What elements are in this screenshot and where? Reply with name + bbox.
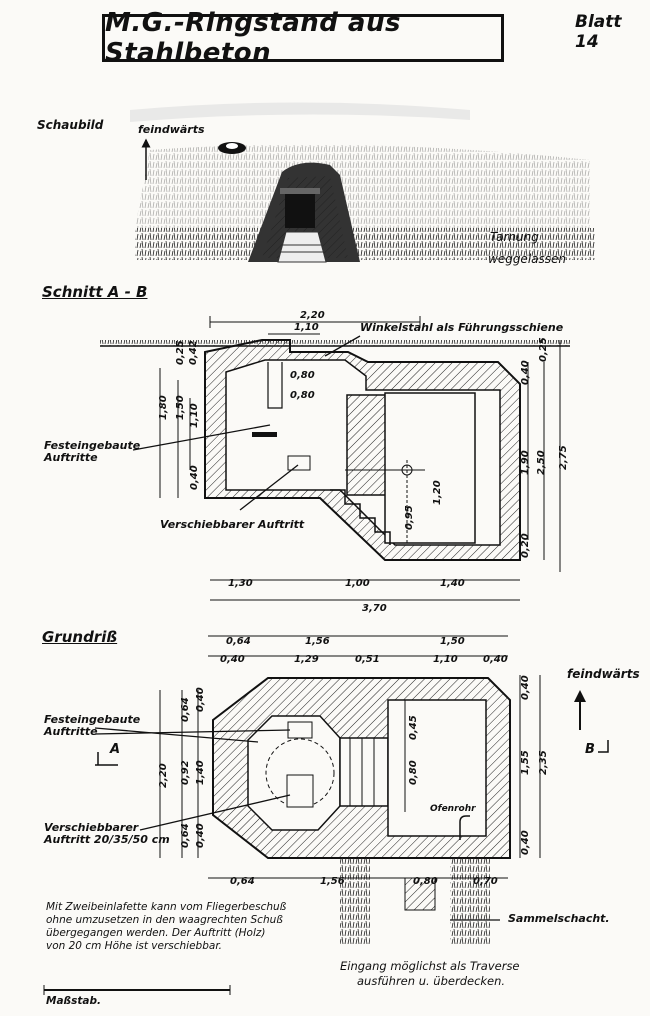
dim-label: 0,25: [538, 337, 549, 362]
dim-label: 0,20: [520, 533, 531, 558]
plan-title: Grundriß: [42, 628, 118, 646]
fixed-steps-callout-line1: Festeingebaute: [44, 439, 141, 452]
dim-label: 0,25: [175, 340, 186, 365]
note-line: übergegangen werden. Der Auftritt (Holz): [46, 927, 266, 939]
sump-callout: Sammelschacht.: [508, 912, 610, 925]
dim-label: 1,29: [294, 654, 319, 665]
dim-label: 2,20: [300, 310, 325, 321]
note-line: ohne umzusetzen in den waagrechten Schuß: [46, 914, 283, 926]
dim-label: 1,40: [195, 760, 206, 785]
section-marker-b: B: [585, 742, 595, 757]
plan-drawing: [43, 635, 609, 995]
dim-label: 2,50: [536, 450, 547, 475]
dim-label: 0,95: [404, 505, 415, 530]
dim-label: 0,42: [188, 340, 199, 365]
dim-label: 1,10: [433, 654, 458, 665]
camouflage-note-2: weggelassen: [488, 252, 566, 266]
dim-label: 2,35: [538, 750, 549, 775]
dim-label: 0,64: [180, 823, 191, 848]
scale-label: Maßstab.: [46, 995, 101, 1007]
dim-label: 1,56: [305, 636, 330, 647]
dim-label: 1,10: [294, 322, 319, 333]
plan-movable-line2: Auftritt 20/35/50 cm: [44, 833, 170, 846]
dim-label: 0,40: [195, 687, 206, 712]
dim-label: 1,56: [320, 876, 345, 887]
dim-label: 0,80: [290, 390, 315, 401]
movable-step-callout: Verschiebbarer Auftritt: [160, 518, 305, 531]
fixed-steps-callout-line2: Auftritte: [44, 451, 98, 464]
dim-label: 1,10: [189, 403, 200, 428]
perspective-direction: feindwärts: [138, 123, 205, 136]
dim-label: 2,20: [158, 763, 169, 788]
dim-label: 1,20: [432, 480, 443, 505]
dim-label: 0,40: [520, 360, 531, 385]
plan-fixed-steps-line1: Festeingebaute: [44, 713, 141, 726]
section-marker-a: A: [110, 742, 121, 757]
dim-label: 0,40: [189, 465, 200, 490]
dim-label: 0,45: [408, 715, 419, 740]
dim-label: 3,70: [362, 603, 387, 614]
plan-direction: feindwärts: [567, 667, 640, 681]
dim-label: 1,90: [520, 450, 531, 475]
sheet-number: Blatt 14: [575, 12, 622, 52]
dim-label: 0,40: [520, 675, 531, 700]
dim-label: 1,00: [345, 578, 370, 589]
dim-label: 1,55: [520, 750, 531, 775]
dim-label: 0,40: [520, 830, 531, 855]
note-line: von 20 cm Höhe ist verschiebbar.: [46, 940, 223, 952]
section-dimensions: 2,20 1,10 0,80 0,80 1,80 1,50 1,10 0,25 …: [158, 310, 569, 614]
note-line: Mit Zweibeinlafette kann vom Fliegerbesc…: [46, 901, 287, 913]
camouflage-note-1: Tarnung: [490, 230, 539, 244]
dim-label: 2,75: [558, 445, 569, 470]
perspective-label: Schaubild: [37, 118, 104, 132]
section-title: Schnitt A - B: [42, 283, 148, 301]
dim-label: 0,40: [195, 823, 206, 848]
dim-label: 0,40: [220, 654, 245, 665]
dim-label: 1,50: [175, 395, 186, 420]
perspective-sketch: [130, 102, 595, 263]
plan-dimensions: 0,64 1,56 1,50 0,40 1,29 0,51 1,10 0,40 …: [158, 636, 549, 887]
entrance-note-line2: ausführen u. überdecken.: [357, 974, 506, 988]
dim-label: 0,51: [355, 654, 380, 665]
dim-label: 0,64: [230, 876, 255, 887]
dim-label: 1,80: [158, 395, 169, 420]
dim-label: 0,64: [226, 636, 251, 647]
plan-fixed-steps-line2: Auftritte: [44, 725, 98, 738]
dim-label: 1,50: [440, 636, 465, 647]
entrance-note-line1: Eingang möglichst als Traverse: [340, 959, 520, 973]
drawing-title: M.G.-Ringstand aus Stahlbeton: [102, 8, 504, 68]
dim-label: 1,40: [440, 578, 465, 589]
section-drawing: [100, 316, 570, 601]
dim-label: 0,70: [473, 876, 498, 887]
dim-label: 0,80: [408, 760, 419, 785]
plan-movable-line1: Verschiebbarer: [44, 821, 139, 834]
dim-label: 0,80: [290, 370, 315, 381]
rail-callout: Winkelstahl als Führungsschiene: [360, 321, 564, 334]
dim-label: 0,64: [180, 697, 191, 722]
dim-label: 0,80: [413, 876, 438, 887]
dim-label: 1,30: [228, 578, 253, 589]
stove-pipe-callout: Ofenrohr: [430, 804, 476, 814]
dim-label: 0,40: [483, 654, 508, 665]
dim-label: 0,92: [180, 760, 191, 785]
